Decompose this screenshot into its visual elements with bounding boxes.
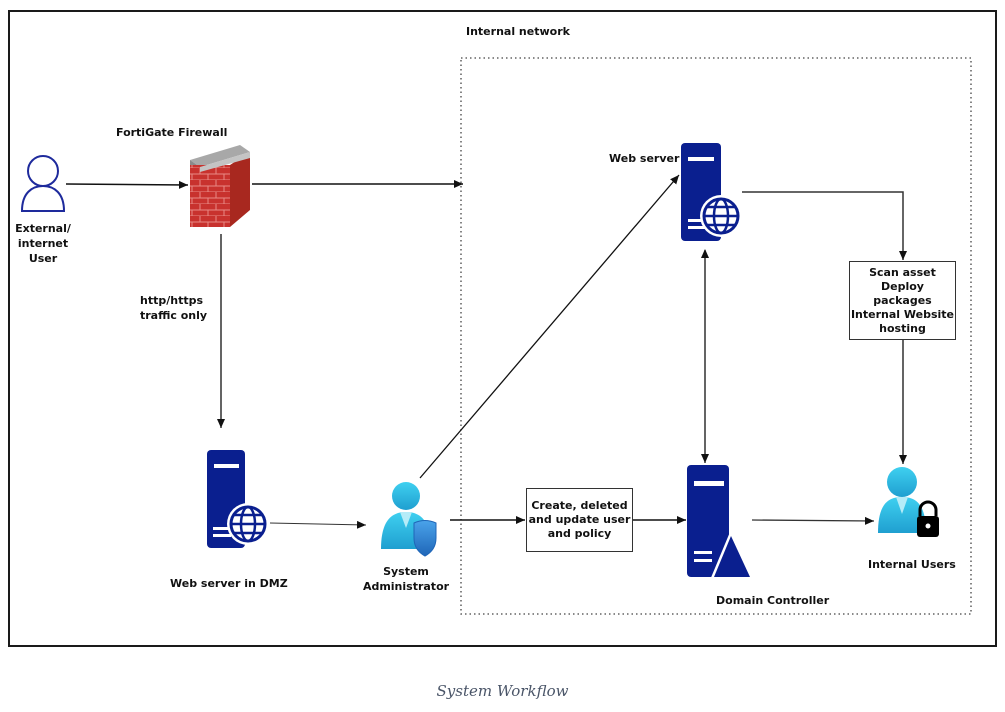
http-traffic-label-line: http/https	[140, 294, 204, 307]
edge-webserver-to-webtasks	[742, 191, 907, 260]
admin-tasks-line: and policy	[547, 527, 612, 540]
web-server-icon	[681, 143, 742, 241]
firewall-brick-icon	[190, 145, 250, 227]
admin-tasks-line: Create, deleted	[531, 499, 628, 512]
web-tasks-line: Internal Website	[850, 307, 955, 321]
figure-caption: System Workflow	[436, 682, 569, 700]
admin-shield-user-icon	[381, 482, 437, 557]
internal-users-label: Internal Users	[868, 558, 956, 571]
sysadmin-label-line: Administrator	[362, 580, 450, 593]
dmz-server-label: Web server in DMZ	[170, 577, 288, 590]
edge-user-to-firewall	[65, 180, 189, 189]
web-tasks-line: hosting	[879, 321, 926, 335]
edge-dmz-to-admin	[269, 520, 367, 529]
admin-tasks-box: Create, deleted and update user and poli…	[526, 488, 633, 552]
http-traffic-label: http/https traffic only	[140, 293, 207, 323]
web-server-icon	[207, 450, 269, 548]
diagram-frame	[8, 10, 997, 647]
web-tasks-line: Scan asset	[869, 265, 936, 279]
edge-admin-to-webserver	[419, 174, 680, 479]
admin-tasks-line: and update user	[528, 513, 631, 526]
internal-network-label: Internal network	[466, 25, 570, 38]
web-server-label: Web server	[609, 152, 680, 165]
web-tasks-box: Scan asset Deploy packages Internal Webs…	[849, 261, 956, 340]
external-user-label-line: internet	[17, 237, 69, 250]
sysadmin-label-line: System	[383, 565, 429, 578]
http-traffic-label-line: traffic only	[140, 309, 208, 322]
external-user-label-line: External/	[15, 222, 71, 235]
internal-network-zone	[460, 57, 972, 615]
domain-controller-icon	[687, 465, 754, 580]
user-outline-icon	[20, 155, 66, 212]
external-user-label-line: User	[28, 252, 58, 265]
domain-controller-label: Domain Controller	[716, 594, 830, 607]
locked-user-icon	[878, 467, 939, 537]
sysadmin-label: System Administrator	[356, 564, 456, 594]
firewall-label: FortiGate Firewall	[116, 126, 228, 139]
web-tasks-line: Deploy packages	[873, 279, 932, 307]
external-user-label: External/ internet User	[5, 221, 81, 266]
edge-dc-to-internal-users	[751, 516, 875, 525]
